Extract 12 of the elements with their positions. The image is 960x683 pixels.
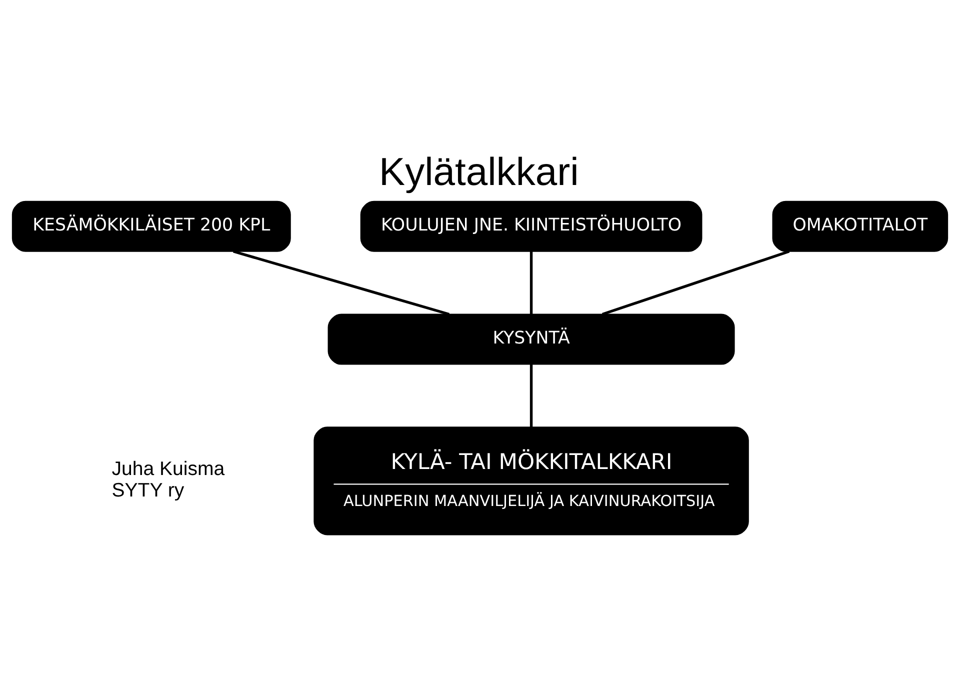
node-box: KYSYNTÄ	[328, 313, 735, 364]
connector	[530, 251, 533, 314]
node-box: KYLÄ- TAI MÖKKITALKKARI ALUNPERIN MAANVILJELIJÄ JA KAIVINURAKOITSIJA	[314, 426, 749, 535]
connector	[232, 250, 450, 316]
node-box: KESÄMÖKKILÄISET 200 KPL	[12, 200, 291, 252]
label: Juha Kuisma	[112, 457, 225, 480]
connector	[602, 250, 790, 316]
node-box: KOULUJEN JNE. KIINTEISTÖHUOLTO	[360, 200, 702, 252]
diagram-title: Kylätalkkari	[379, 150, 579, 194]
label: SYTY ry	[112, 479, 184, 502]
connector	[530, 364, 533, 426]
node-box: OMAKOTITALOT	[772, 200, 948, 252]
